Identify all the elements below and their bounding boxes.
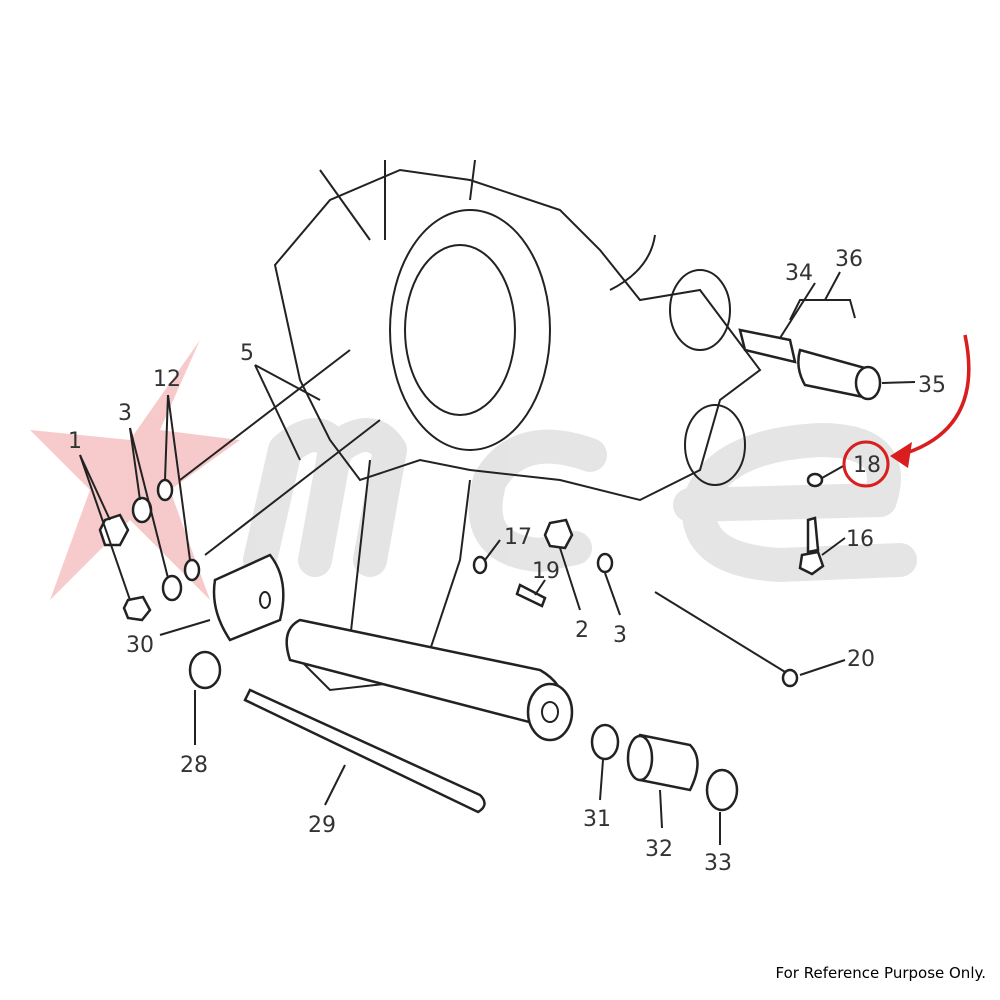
highlight-arrow [899, 334, 971, 457]
part-shapes [98, 328, 882, 814]
label-part-1: 1 [68, 429, 82, 454]
label-part-2: 2 [575, 618, 589, 643]
label-part-5: 5 [240, 341, 254, 366]
label-part-18: 18 [853, 453, 881, 478]
label-part-28: 28 [180, 753, 208, 778]
reference-disclaimer: For Reference Purpose Only. [775, 964, 986, 982]
label-part-36: 36 [835, 247, 863, 272]
label-part-35: 35 [918, 373, 946, 398]
label-part-30: 30 [126, 633, 154, 658]
part-labels: 1 3 12 5 30 28 29 17 19 2 3 34 36 35 18 … [68, 247, 946, 876]
label-part-34: 34 [785, 261, 813, 286]
label-part-32: 32 [645, 837, 673, 862]
label-part-29: 29 [308, 813, 336, 838]
label-part-3: 3 [118, 401, 132, 426]
label-part-17: 17 [504, 525, 532, 550]
label-part-20: 20 [847, 647, 875, 672]
crankcase-drawing [273, 159, 762, 742]
label-part-3b: 3 [613, 623, 627, 648]
label-part-31: 31 [583, 807, 611, 832]
label-part-16: 16 [846, 527, 874, 552]
highlight-circle [842, 440, 890, 488]
label-part-33: 33 [704, 851, 732, 876]
arrow-head-icon [890, 442, 912, 468]
label-part-12: 12 [153, 367, 181, 392]
leader-lines [79, 271, 916, 845]
highlight-marker [842, 334, 971, 488]
label-part-19: 19 [532, 559, 560, 584]
